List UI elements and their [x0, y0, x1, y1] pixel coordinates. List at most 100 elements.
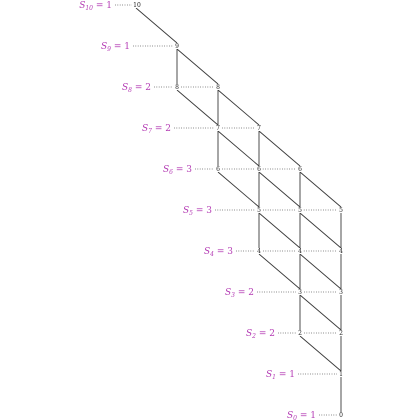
node-background [173, 43, 181, 49]
level-label-base: S [122, 83, 128, 93]
level-label-subscript: 5 [189, 210, 193, 217]
level-label-value: = 2 [235, 288, 254, 298]
lattice-node: 7 [257, 125, 261, 132]
lattice-edge [299, 294, 342, 331]
level-label-value: = 1 [111, 42, 130, 52]
node-background [337, 412, 345, 418]
level-label-value: = 2 [256, 329, 275, 339]
lattice-node: 5 [339, 207, 343, 214]
lattice-node: 10 [133, 2, 141, 9]
edge-layer [135, 7, 342, 412]
level-label-base: S [79, 1, 85, 11]
node-background [296, 289, 304, 295]
node-background [296, 166, 304, 172]
lattice-edge [217, 171, 260, 208]
level-label-subscript: 6 [169, 169, 173, 176]
level-label-value: = 2 [152, 124, 171, 134]
level-label-value: = 2 [132, 83, 151, 93]
lattice-node: 3 [298, 289, 302, 296]
lattice-node: 6 [216, 166, 220, 173]
level-label-value: = 1 [276, 370, 295, 380]
node-background [255, 207, 263, 213]
level-label: S2 = 2 [246, 329, 275, 340]
level-label-subscript: 0 [293, 415, 297, 420]
node-background [214, 125, 222, 131]
lattice-edge [135, 7, 178, 44]
lattice-node: 2 [298, 330, 302, 337]
node-background [214, 84, 222, 90]
level-label-subscript: 8 [128, 87, 132, 94]
node-background [296, 207, 304, 213]
level-label-base: S [204, 247, 210, 257]
level-label: S1 = 1 [266, 370, 295, 381]
lattice-node: 4 [298, 248, 302, 255]
lattice-node: 0 [339, 412, 343, 419]
lattice-node: 4 [339, 248, 343, 255]
level-label-subscript: 3 [231, 292, 235, 299]
lattice-node: 3 [339, 289, 343, 296]
level-label-base: S [142, 124, 148, 134]
lattice-edge [299, 253, 342, 290]
level-label-value: = 1 [297, 411, 316, 420]
lattice-node: 2 [339, 330, 343, 337]
lattice-edge [176, 89, 219, 126]
node-background [337, 371, 345, 377]
level-label: S9 = 1 [101, 42, 130, 53]
lattice-node: 6 [257, 166, 261, 173]
level-label-subscript: 2 [251, 333, 256, 340]
level-label-value: = 3 [214, 247, 233, 257]
lattice-edge [217, 130, 260, 167]
node-background [255, 125, 263, 131]
level-label-layer: S10 = 1S9 = 1S8 = 2S7 = 2S6 = 3S5 = 3S4 … [79, 1, 316, 420]
lattice-edge [217, 89, 260, 126]
level-label-subscript: 4 [209, 251, 214, 258]
lattice-node: 1 [339, 371, 343, 378]
level-label-subscript: 1 [272, 374, 276, 381]
lattice-node: 8 [175, 84, 179, 91]
lattice-edge [299, 212, 342, 249]
node-background [337, 289, 345, 295]
level-label-base: S [163, 165, 169, 175]
level-label-base: S [246, 329, 252, 339]
lattice-edge [299, 171, 342, 208]
level-label-base: S [183, 206, 189, 216]
level-label-base: S [225, 288, 231, 298]
lattice-edge [258, 130, 301, 167]
node-background [255, 166, 263, 172]
level-label-value: = 1 [93, 1, 112, 11]
lattice-edge [258, 253, 301, 290]
lattice-node: 5 [298, 207, 302, 214]
node-background [296, 330, 304, 336]
node-background [173, 84, 181, 90]
level-label-subscript: 10 [85, 5, 93, 12]
leader-layer [115, 4, 337, 416]
level-label-base: S [287, 411, 293, 420]
lattice-edge [258, 212, 301, 249]
lattice-edge [176, 48, 219, 85]
level-label: S6 = 3 [163, 165, 192, 176]
level-label-value: = 3 [173, 165, 192, 175]
node-background [255, 248, 263, 254]
node-background [132, 2, 142, 8]
level-label: S5 = 3 [183, 206, 212, 217]
level-label: S0 = 1 [287, 411, 316, 420]
level-label: S7 = 2 [142, 124, 171, 135]
node-background [337, 330, 345, 336]
node-background [337, 207, 345, 213]
level-label-base: S [266, 370, 272, 380]
node-background [214, 166, 222, 172]
lattice-node: 5 [257, 207, 261, 214]
level-label: S3 = 2 [225, 288, 254, 299]
lattice-node: 6 [298, 166, 302, 173]
level-label: S8 = 2 [122, 83, 151, 94]
level-label-subscript: 9 [107, 46, 111, 53]
lattice-edge [299, 335, 342, 372]
level-label-base: S [101, 42, 107, 52]
lattice-node: 8 [216, 84, 220, 91]
level-label: S4 = 3 [204, 247, 233, 258]
node-background [337, 248, 345, 254]
lattice-edge [258, 171, 301, 208]
level-label-subscript: 7 [148, 128, 152, 135]
